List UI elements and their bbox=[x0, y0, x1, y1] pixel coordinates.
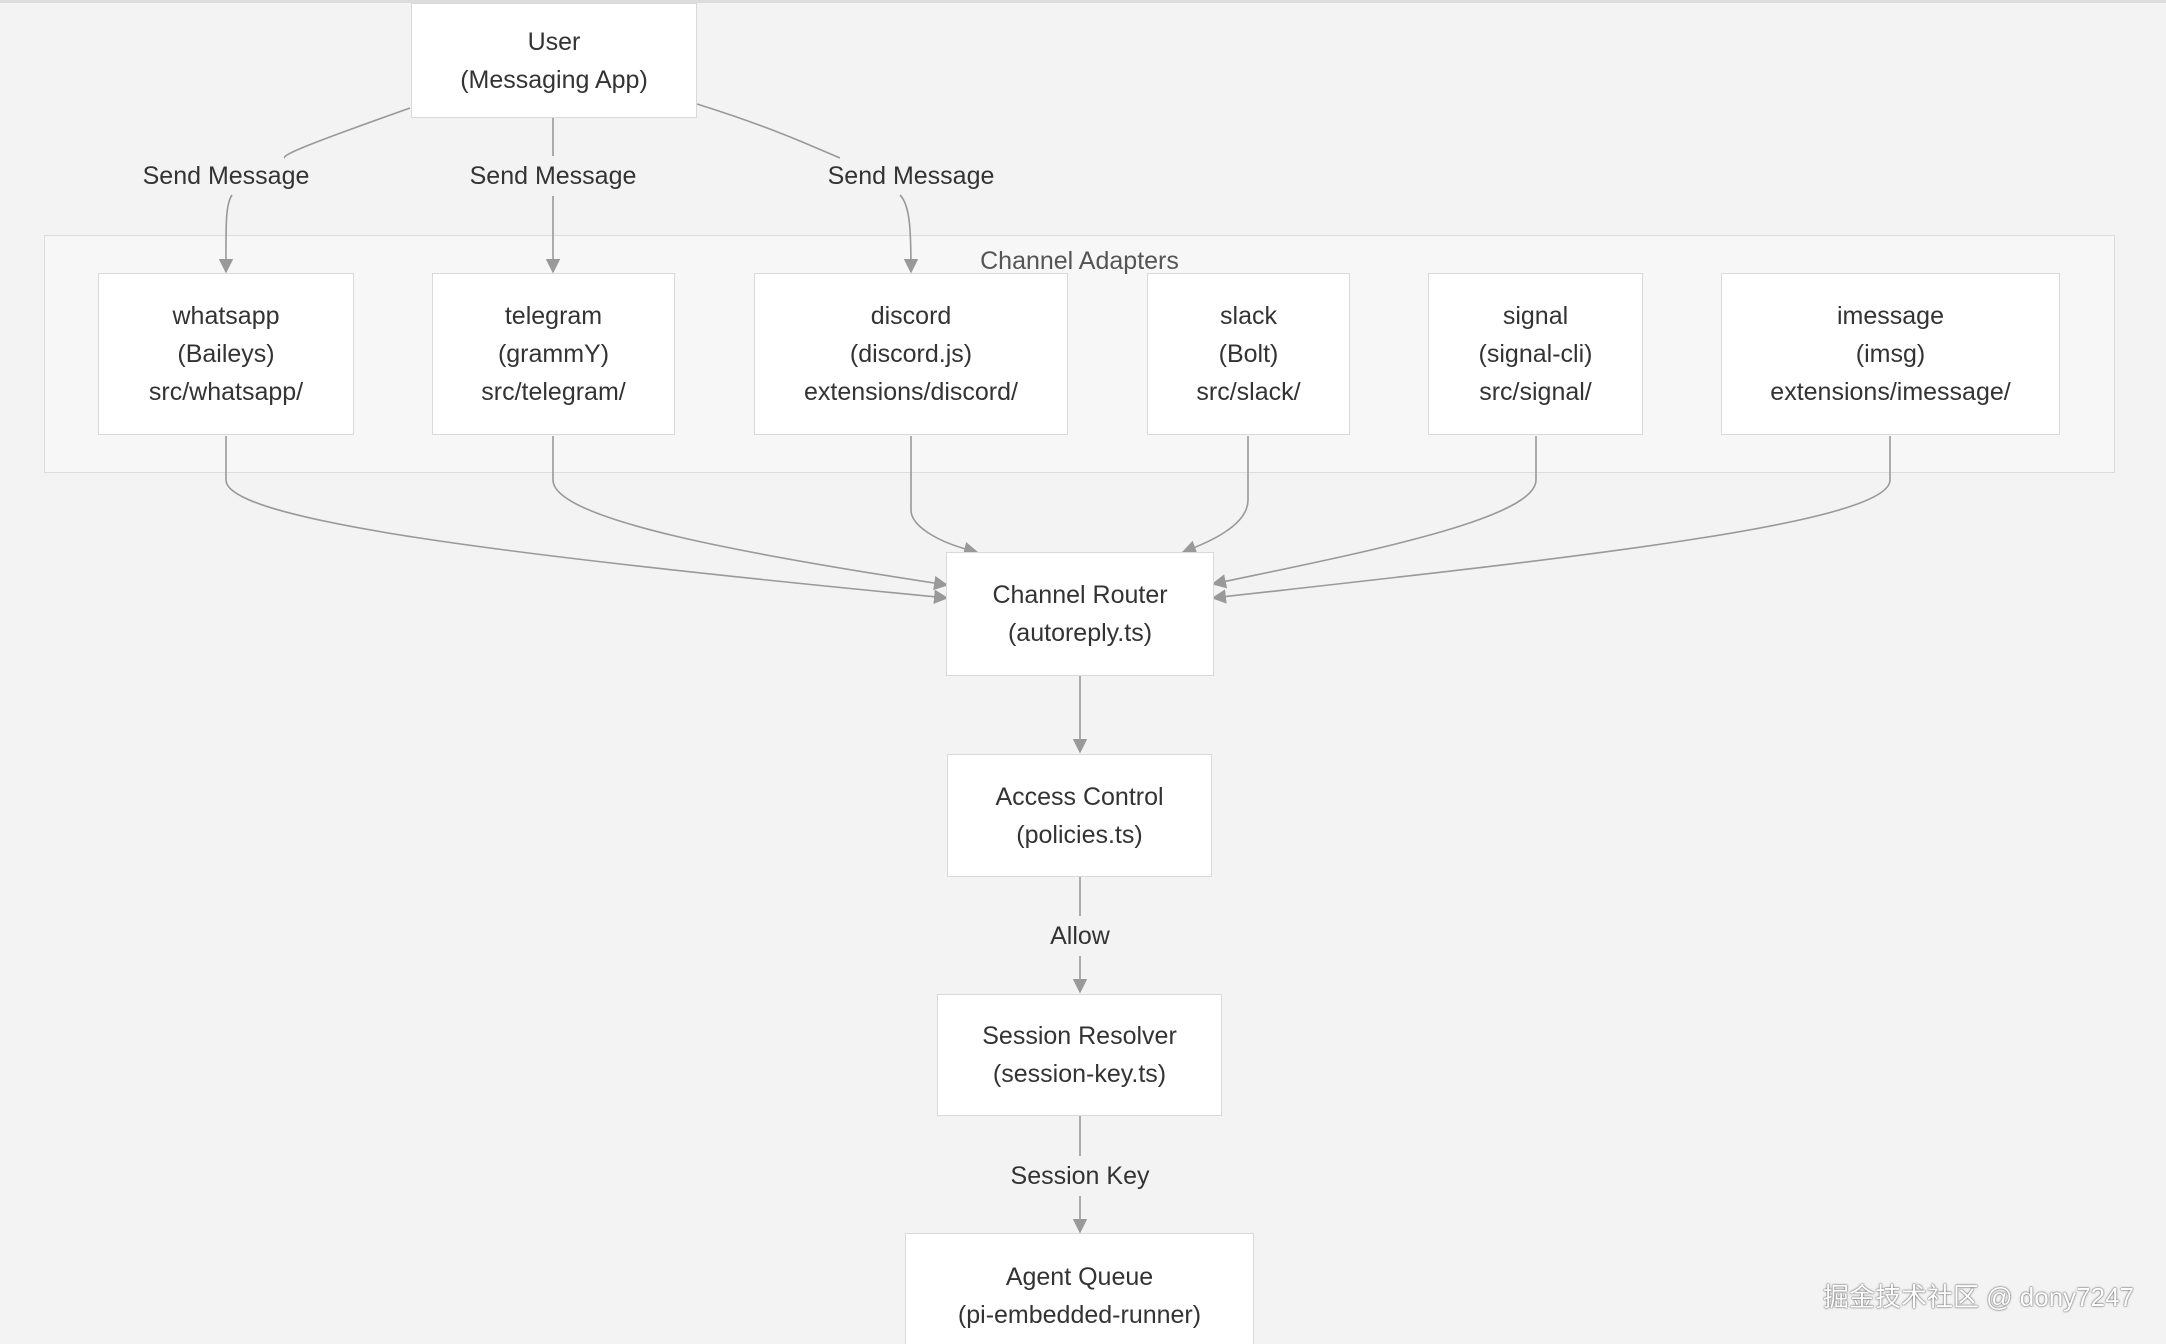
top-rule bbox=[0, 0, 2166, 3]
edge-discord-router bbox=[910, 436, 979, 556]
node-signal-line-2: (signal-cli) bbox=[1478, 340, 1593, 368]
node-signal-line-1: signal bbox=[1502, 302, 1569, 330]
edge-whatsapp-router bbox=[225, 436, 949, 604]
node-discord-line-3: extensions/discord/ bbox=[803, 378, 1018, 406]
node-whatsapp-line-3: src/whatsapp/ bbox=[148, 378, 304, 406]
edge-signal-router bbox=[1211, 436, 1537, 589]
node-imessage-line-2: (imsg) bbox=[1855, 340, 1926, 368]
node-agent-queue: Agent Queue (pi-embedded-runner) bbox=[905, 1233, 1254, 1344]
node-signal: signal (signal-cli) src/signal/ bbox=[1428, 273, 1643, 435]
node-imessage-line-3: extensions/imessage/ bbox=[1770, 378, 2011, 406]
edge-user-discord-2 bbox=[899, 194, 919, 274]
node-user: User (Messaging App) bbox=[411, 3, 697, 118]
node-telegram: telegram (grammY) src/telegram/ bbox=[432, 273, 675, 435]
node-queue-line-2: (pi-embedded-runner) bbox=[957, 1301, 1202, 1329]
node-session-line-2: (session-key.ts) bbox=[992, 1060, 1167, 1088]
node-discord-line-1: discord bbox=[870, 302, 952, 330]
edge-user-whatsapp bbox=[283, 107, 411, 159]
cluster-label: Channel Adapters bbox=[980, 247, 1179, 275]
edge-user-whatsapp-2 bbox=[218, 194, 234, 274]
edge-label-send-discord: Send Message bbox=[825, 160, 997, 192]
node-slack: slack (Bolt) src/slack/ bbox=[1147, 273, 1350, 435]
node-router-line-2: (autoreply.ts) bbox=[1007, 619, 1153, 647]
node-user-line-1: User bbox=[527, 27, 581, 56]
node-access-line-1: Access Control bbox=[995, 782, 1164, 811]
node-signal-line-3: src/signal/ bbox=[1479, 378, 1592, 406]
node-whatsapp-line-1: whatsapp bbox=[172, 302, 280, 330]
edge-label-send-whatsapp: Send Message bbox=[140, 160, 312, 192]
node-whatsapp: whatsapp (Baileys) src/whatsapp/ bbox=[98, 273, 354, 435]
edge-telegram-router bbox=[552, 436, 949, 591]
edge-user-discord bbox=[696, 103, 841, 159]
node-router-line-1: Channel Router bbox=[992, 581, 1168, 609]
node-access-line-2: (policies.ts) bbox=[1016, 820, 1143, 849]
node-access-control: Access Control (policies.ts) bbox=[947, 754, 1212, 877]
node-slack-line-1: slack bbox=[1220, 302, 1277, 330]
node-telegram-line-3: src/telegram/ bbox=[481, 378, 626, 406]
node-queue-line-1: Agent Queue bbox=[1005, 1263, 1154, 1291]
watermark: 掘金技术社区 @ dony7247 bbox=[1822, 1282, 2134, 1312]
node-discord-line-2: (discord.js) bbox=[849, 340, 973, 368]
node-whatsapp-line-2: (Baileys) bbox=[177, 340, 275, 368]
node-channel-router: Channel Router (autoreply.ts) bbox=[946, 552, 1214, 676]
node-telegram-line-2: (grammY) bbox=[497, 340, 610, 368]
edge-imessage-router bbox=[1211, 436, 1891, 604]
node-session-resolver: Session Resolver (session-key.ts) bbox=[937, 994, 1222, 1116]
edge-label-send-telegram: Send Message bbox=[467, 160, 639, 192]
edge-label-allow: Allow bbox=[1048, 920, 1112, 952]
edge-slack-router bbox=[1181, 436, 1249, 555]
node-session-line-1: Session Resolver bbox=[982, 1022, 1177, 1050]
node-discord: discord (discord.js) extensions/discord/ bbox=[754, 273, 1068, 435]
edge-label-session-key: Session Key bbox=[1008, 1160, 1152, 1192]
node-imessage: imessage (imsg) extensions/imessage/ bbox=[1721, 273, 2060, 435]
node-user-line-2: (Messaging App) bbox=[460, 65, 648, 94]
node-telegram-line-1: telegram bbox=[504, 302, 603, 330]
node-slack-line-2: (Bolt) bbox=[1218, 340, 1279, 368]
node-imessage-line-1: imessage bbox=[1837, 302, 1944, 330]
node-slack-line-3: src/slack/ bbox=[1196, 378, 1301, 406]
